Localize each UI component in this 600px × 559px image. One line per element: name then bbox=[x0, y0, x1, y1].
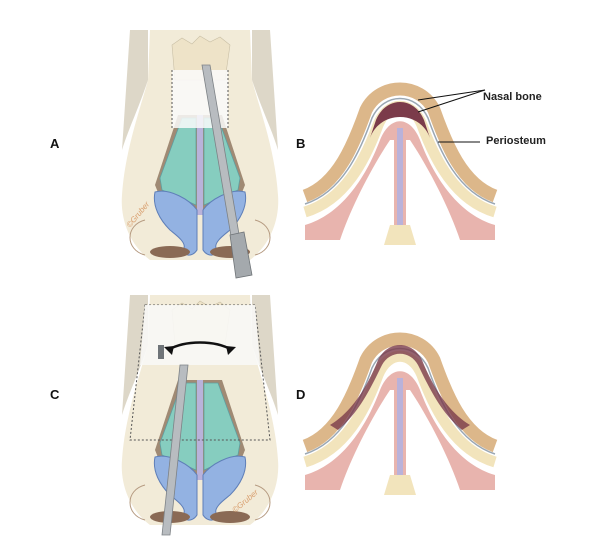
nasal-bone-leader bbox=[417, 89, 486, 101]
panel-label-a: A bbox=[50, 136, 60, 151]
panel-c-illustration: ©Gruber bbox=[121, 284, 279, 536]
panel-d-cross-section bbox=[305, 339, 495, 495]
panel-a-illustration: ©Gruber bbox=[121, 19, 279, 279]
periosteum-label: Periosteum bbox=[486, 135, 546, 147]
elevator-instrument bbox=[161, 364, 189, 536]
panel-label-c: C bbox=[50, 387, 60, 402]
panel-label-d: D bbox=[296, 387, 306, 402]
panel-b-cross-section bbox=[305, 89, 495, 245]
panel-label-b: B bbox=[296, 136, 306, 151]
nasal-bone-label: Nasal bone bbox=[483, 91, 542, 103]
